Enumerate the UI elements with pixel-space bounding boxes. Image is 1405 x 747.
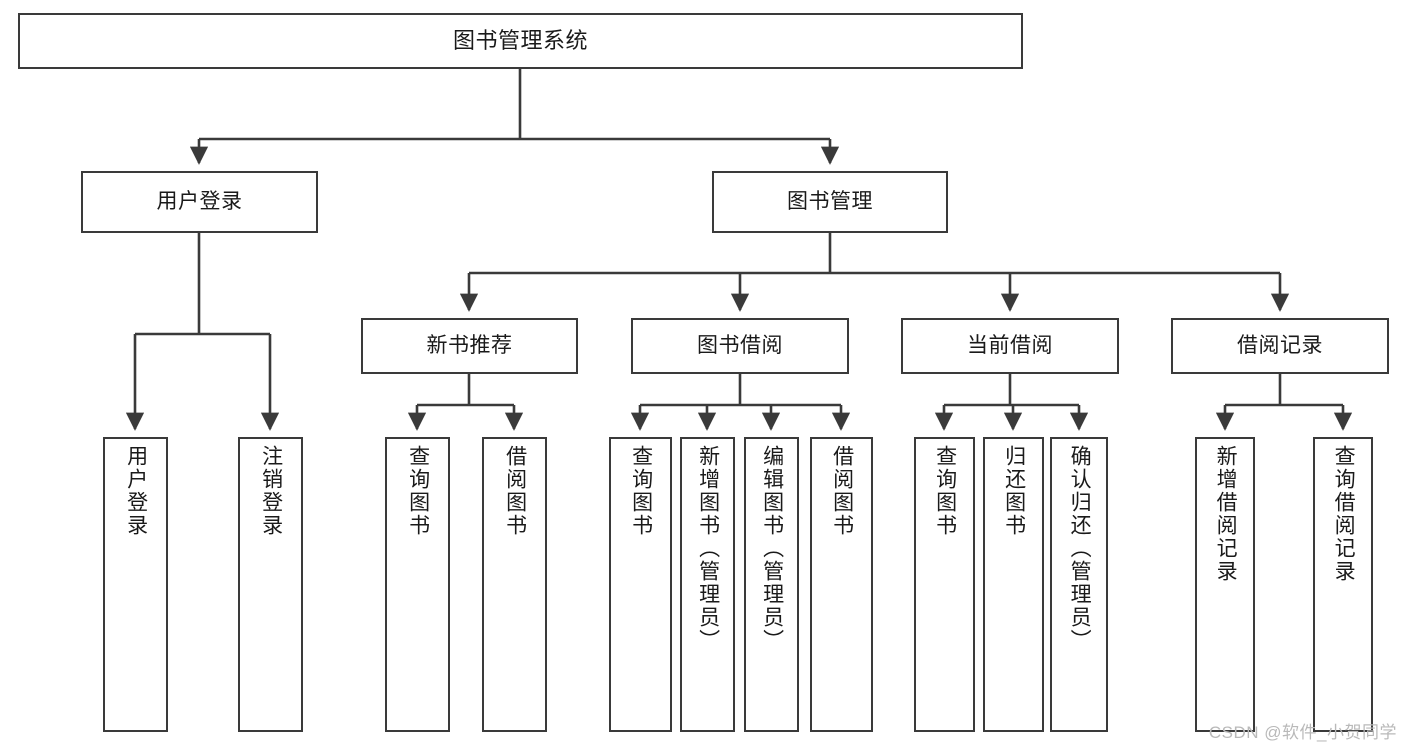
node-book-borrow[interactable]: 图书借阅	[631, 318, 849, 374]
node-borrow-record-label: 借阅记录	[1237, 334, 1323, 358]
node-leaf-user-login-label: 用户登录	[124, 445, 148, 537]
node-root[interactable]: 图书管理系统	[18, 13, 1023, 69]
node-new-book-recommend-label: 新书推荐	[426, 334, 513, 358]
node-leaf-confirm-return-admin-label: 确认归还（管理员）	[1068, 445, 1092, 652]
node-book-management[interactable]: 图书管理	[712, 171, 948, 233]
node-user-login[interactable]: 用户登录	[81, 171, 318, 233]
node-book-management-label: 图书管理	[787, 190, 873, 214]
node-root-label: 图书管理系统	[452, 27, 588, 53]
watermark-text: CSDN @软件_小贺同学	[1208, 723, 1397, 742]
node-leaf-query-book-3-label: 查询图书	[933, 445, 957, 537]
node-leaf-query-book-3[interactable]: 查询图书	[914, 437, 975, 732]
node-new-book-recommend[interactable]: 新书推荐	[361, 318, 578, 374]
node-leaf-borrow-book-2[interactable]: 借阅图书	[810, 437, 873, 732]
node-book-borrow-label: 图书借阅	[697, 334, 783, 358]
node-user-login-label: 用户登录	[156, 190, 243, 214]
node-leaf-add-book-admin-label: 新增图书（管理员）	[696, 445, 720, 652]
node-leaf-query-book-2-label: 查询图书	[629, 445, 653, 537]
node-leaf-logout-login[interactable]: 注销登录	[238, 437, 303, 732]
node-leaf-borrow-book-2-label: 借阅图书	[830, 445, 854, 537]
node-leaf-edit-book-admin[interactable]: 编辑图书（管理员）	[744, 437, 799, 732]
node-leaf-add-borrow-record-label: 新增借阅记录	[1214, 445, 1238, 583]
node-leaf-add-borrow-record[interactable]: 新增借阅记录	[1195, 437, 1255, 732]
node-leaf-return-book-label: 归还图书	[1002, 445, 1026, 537]
node-leaf-query-borrow-record-label: 查询借阅记录	[1332, 445, 1356, 583]
node-current-borrow-label: 当前借阅	[967, 334, 1053, 358]
node-leaf-logout-login-label: 注销登录	[259, 445, 283, 537]
node-leaf-query-borrow-record[interactable]: 查询借阅记录	[1313, 437, 1373, 732]
node-leaf-borrow-book-1[interactable]: 借阅图书	[482, 437, 547, 732]
node-leaf-borrow-book-1-label: 借阅图书	[503, 445, 527, 537]
node-leaf-query-book-1[interactable]: 查询图书	[385, 437, 450, 732]
node-leaf-user-login[interactable]: 用户登录	[103, 437, 168, 732]
node-leaf-edit-book-admin-label: 编辑图书（管理员）	[760, 445, 784, 652]
node-leaf-query-book-1-label: 查询图书	[406, 445, 430, 537]
node-leaf-query-book-2[interactable]: 查询图书	[609, 437, 672, 732]
node-current-borrow[interactable]: 当前借阅	[901, 318, 1119, 374]
node-leaf-return-book[interactable]: 归还图书	[983, 437, 1044, 732]
node-borrow-record[interactable]: 借阅记录	[1171, 318, 1389, 374]
node-leaf-confirm-return-admin[interactable]: 确认归还（管理员）	[1050, 437, 1108, 732]
node-leaf-add-book-admin[interactable]: 新增图书（管理员）	[680, 437, 735, 732]
